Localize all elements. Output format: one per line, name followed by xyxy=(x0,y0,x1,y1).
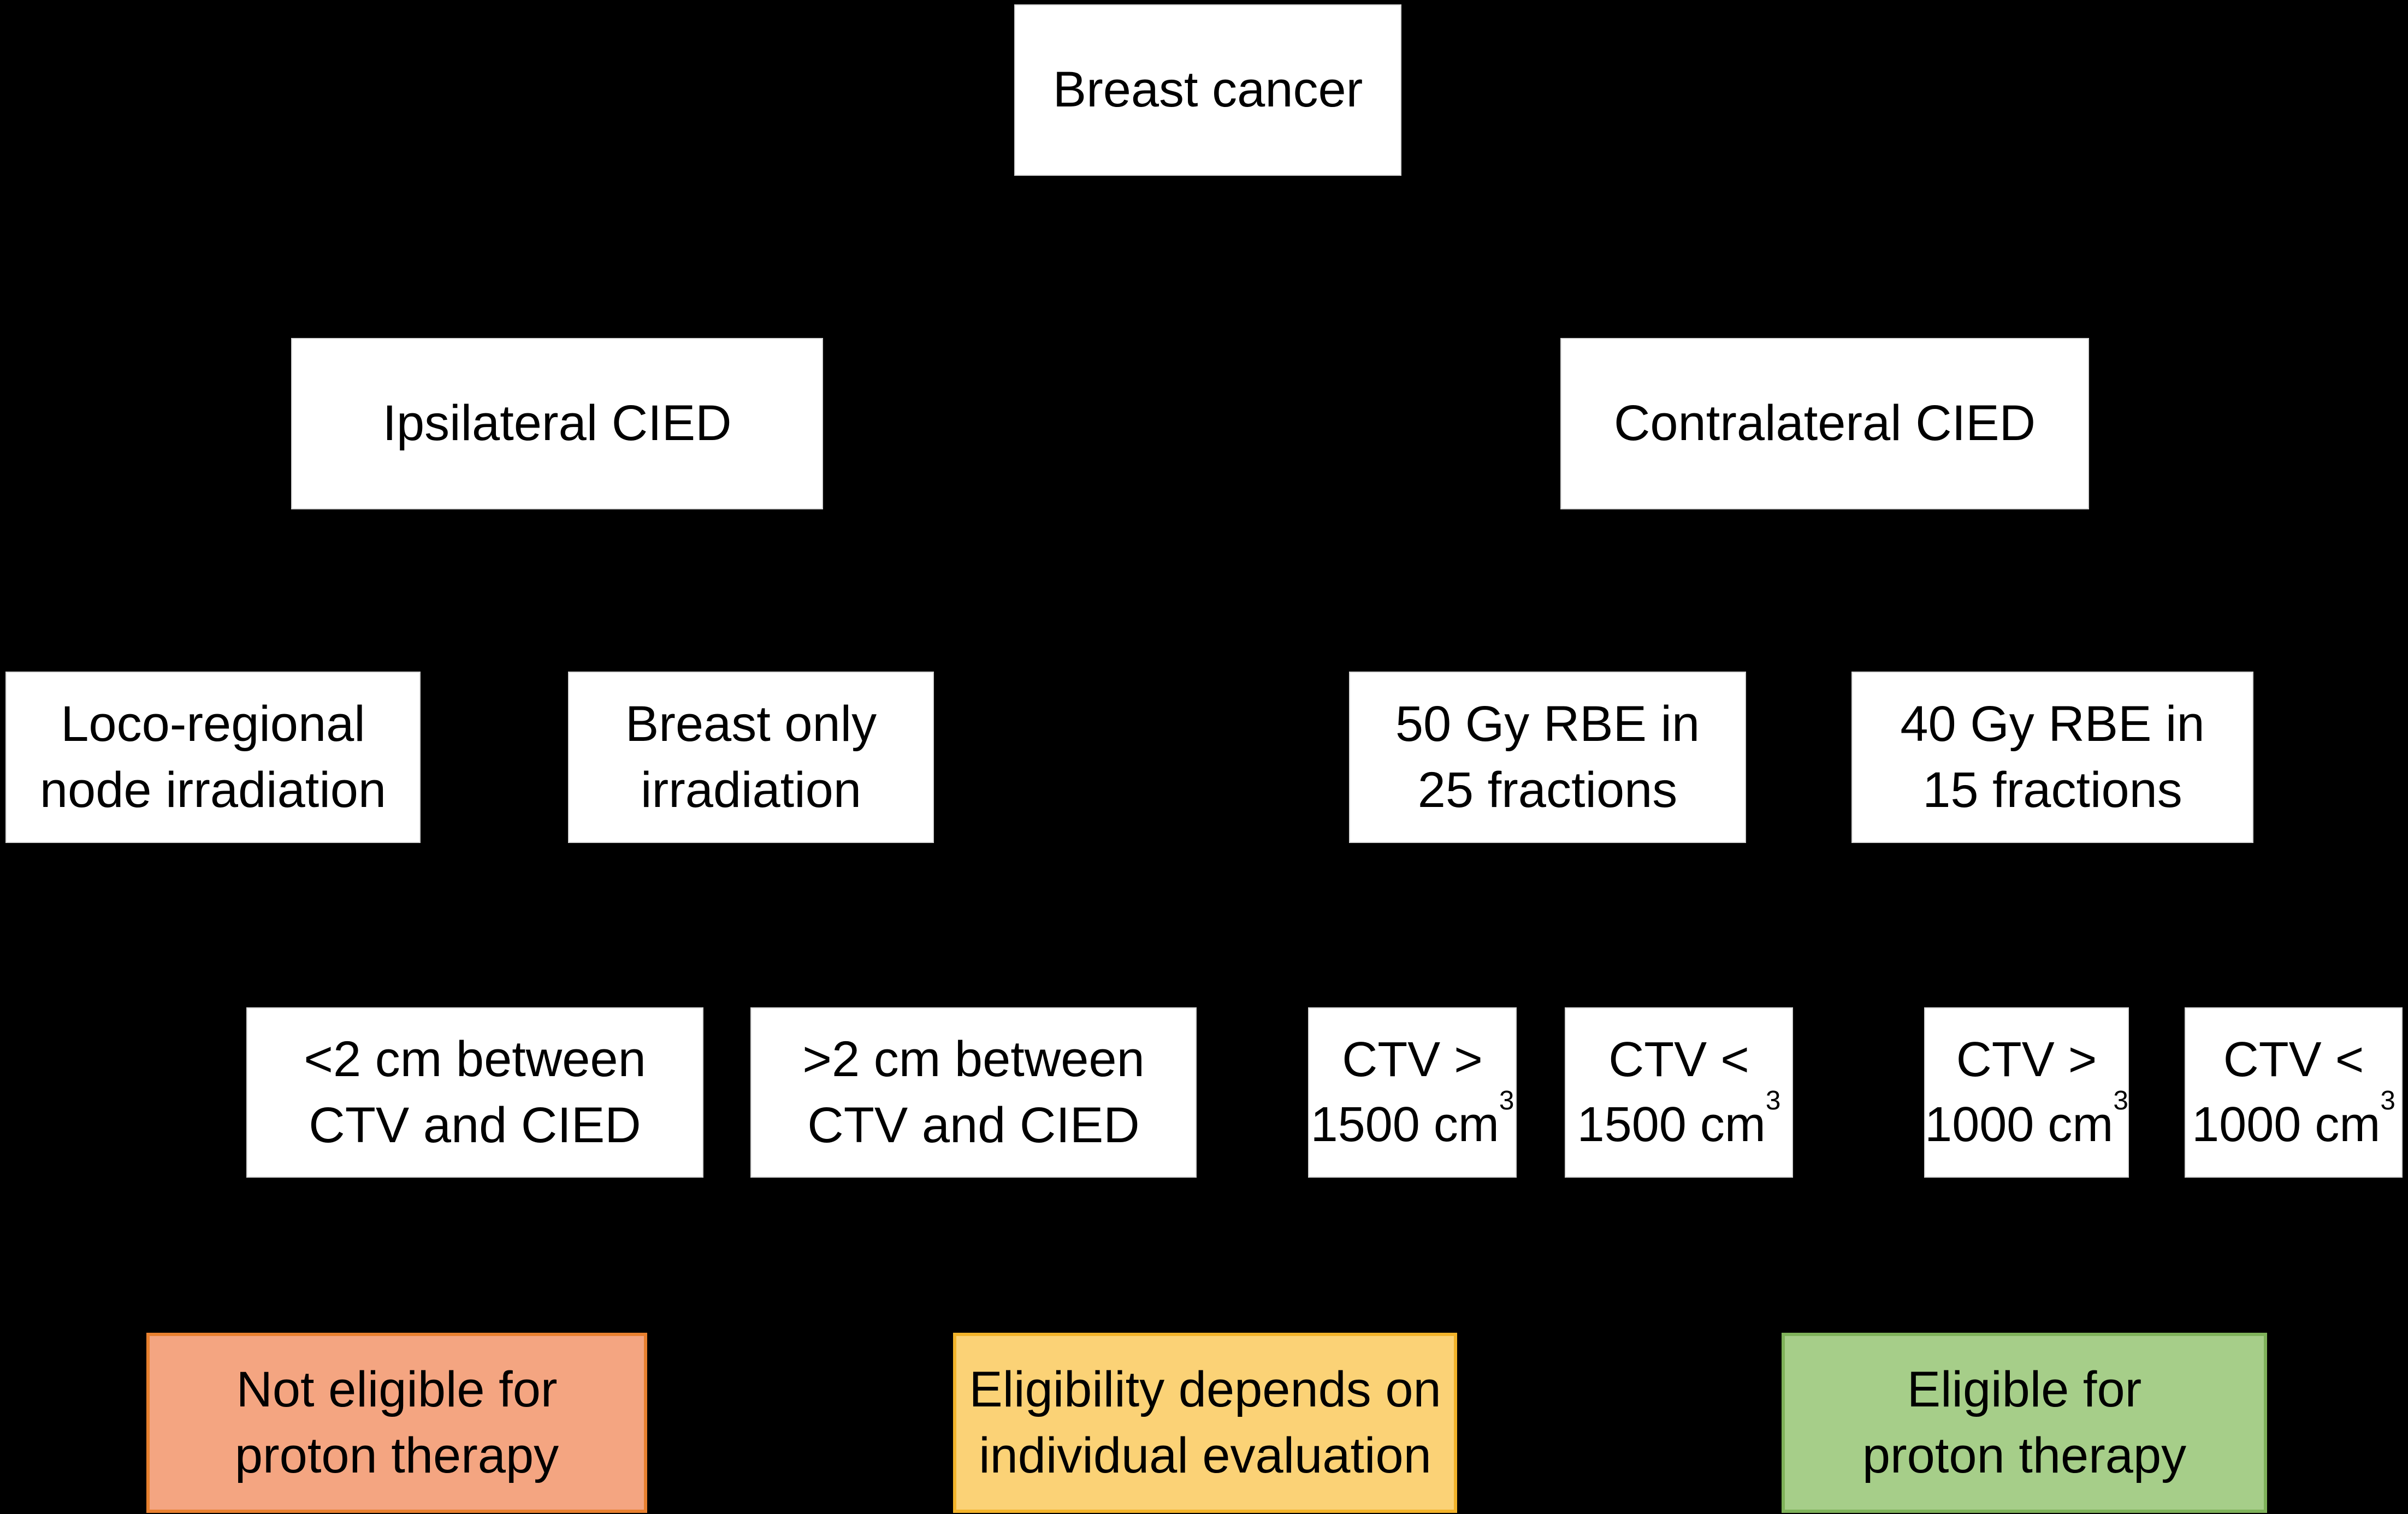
node-ipsilateral-cied: Ipsilateral CIED xyxy=(291,338,823,509)
node-label: Breast cancer xyxy=(1052,62,1363,118)
node-ctv-greater-1000cm3: CTV >1000 cm3 xyxy=(1924,1007,2129,1178)
node-label: Contralateral CIED xyxy=(1613,395,2036,452)
node-breast-cancer: Breast cancer xyxy=(1014,4,1401,176)
node-ctv-less-1500cm3: CTV <1500 cm3 xyxy=(1565,1007,1793,1178)
node-label: CTV <1000 cm3 xyxy=(2192,1032,2395,1152)
node-contralateral-cied: Contralateral CIED xyxy=(1560,338,2089,509)
node-label: CTV >1000 cm3 xyxy=(1925,1032,2128,1152)
node-label: CTV <1500 cm3 xyxy=(1577,1032,1781,1152)
node-ctv-greater-1500cm3: CTV >1500 cm3 xyxy=(1308,1007,1517,1178)
node-label: CTV >1500 cm3 xyxy=(1310,1032,1514,1152)
node-ctv-less-1000cm3: CTV <1000 cm3 xyxy=(2185,1007,2403,1178)
node-label: Ipsilateral CIED xyxy=(382,395,732,452)
